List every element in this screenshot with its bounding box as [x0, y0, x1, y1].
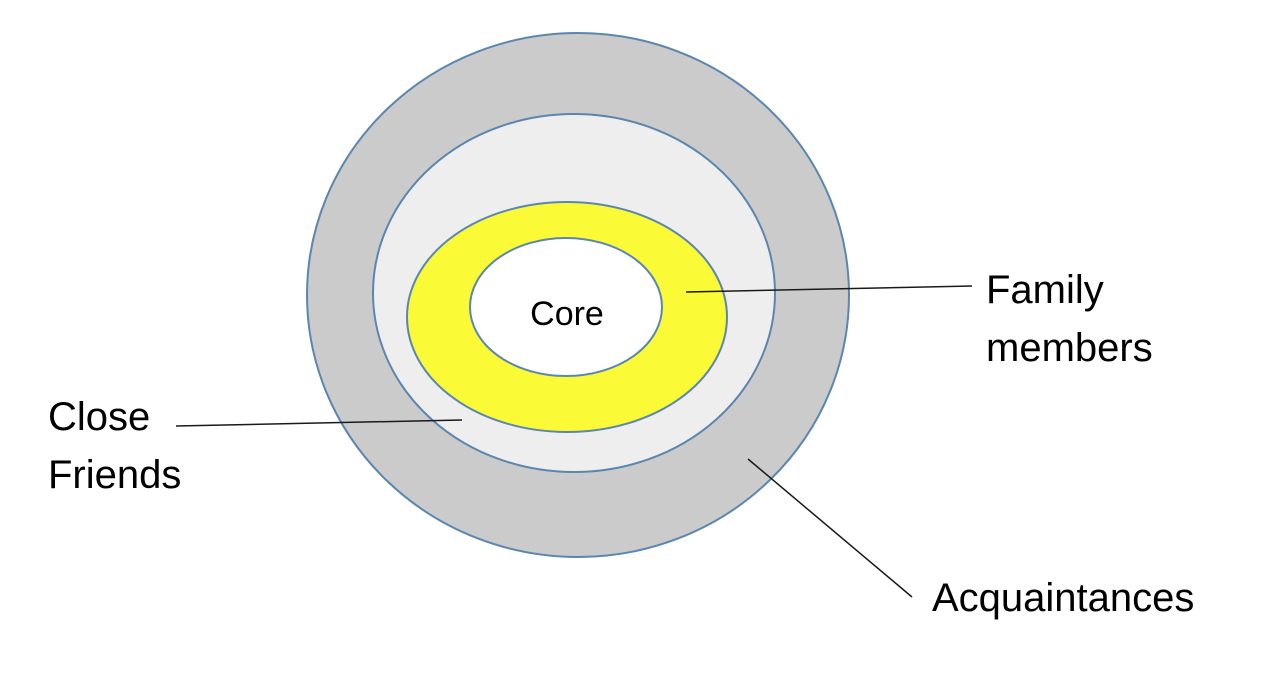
close-friends-label-line2: Friends [48, 453, 181, 497]
core-label: Core [530, 295, 604, 333]
family-members-label-line1: Family [986, 268, 1104, 312]
acquaintances-label: Acquaintances [932, 576, 1194, 620]
family-members-label: Family members [986, 268, 1153, 370]
family-members-leader-line [685, 285, 973, 293]
close-friends-leader-line [175, 419, 463, 427]
close-friends-label: Close Friends [48, 395, 181, 497]
core-circle [469, 237, 663, 377]
close-friends-label-line1: Close [48, 395, 150, 439]
family-members-label-line2: members [986, 326, 1153, 370]
acquaintances-leader-line [747, 458, 913, 598]
